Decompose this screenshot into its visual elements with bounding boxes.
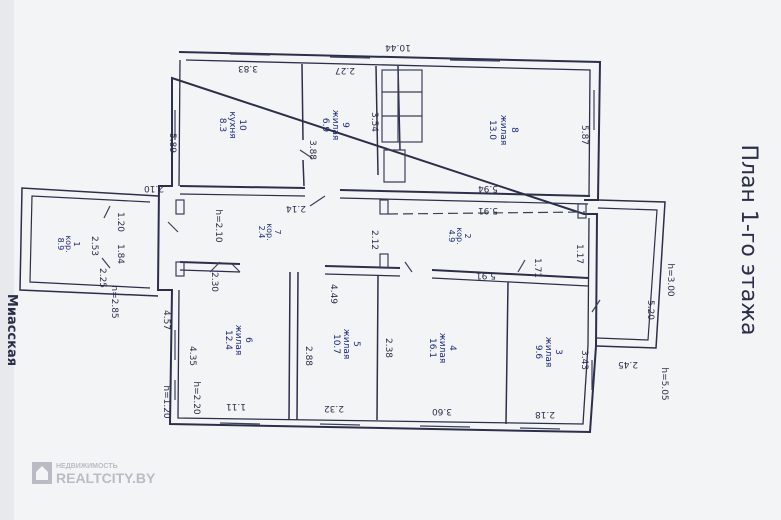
room-9-num: 9 bbox=[340, 122, 350, 128]
dim-587: 5.87 bbox=[579, 125, 589, 145]
dim-230: 2.30 bbox=[209, 272, 219, 292]
room-5-name: жилая bbox=[341, 329, 351, 360]
dim-388: 3.88 bbox=[307, 140, 317, 160]
room-9-name: жилая bbox=[330, 110, 340, 141]
dimension-labels: 10.44 3.83 2.27 5.89 5.87 3.88 3.54 2.10… bbox=[89, 42, 675, 419]
dim-120: 1.20 bbox=[115, 212, 125, 232]
room-3-num: 3 bbox=[553, 349, 563, 355]
dim-210b: h=2.10 bbox=[213, 209, 223, 243]
room-8-name: жилая bbox=[498, 115, 508, 146]
dim-457: 4.57 bbox=[161, 310, 171, 330]
room-10-name: кухня bbox=[227, 111, 237, 138]
room-8-area: 13.0 bbox=[487, 120, 497, 140]
room-6-num: 6 bbox=[243, 337, 253, 343]
dim-383: 3.83 bbox=[238, 63, 258, 73]
dim-591: 5.91 bbox=[478, 205, 498, 215]
room-6-name: жилая bbox=[233, 325, 243, 356]
dim-435: 4.35 bbox=[187, 346, 197, 366]
room-2-area: 4.9 bbox=[447, 230, 456, 243]
dim-225: 2.25 bbox=[97, 268, 107, 288]
dim-214: 2.14 bbox=[286, 203, 306, 213]
dim-449: 4.49 bbox=[328, 284, 338, 304]
watermark: НЕДВИЖИМОСТЬ REALTCITY.BY bbox=[32, 462, 156, 486]
overall-length: 10.44 bbox=[385, 42, 411, 52]
dim-238: 2.38 bbox=[383, 338, 393, 358]
dim-505: h=5.05 bbox=[659, 367, 669, 400]
room-8-num: 8 bbox=[509, 127, 519, 133]
room-7-name: кор. bbox=[265, 223, 274, 240]
room-10-num: 10 bbox=[237, 119, 247, 131]
room-7-area: 2.4 bbox=[257, 226, 266, 239]
room-1-num: 1 bbox=[72, 241, 81, 246]
dim-117: 1.17 bbox=[574, 244, 584, 264]
room-2-num: 2 bbox=[463, 233, 472, 238]
dim-288: 2.88 bbox=[303, 346, 313, 366]
dim-120b: h=1.20 bbox=[161, 385, 171, 419]
dim-227: 2.27 bbox=[335, 65, 355, 75]
porch bbox=[19, 187, 159, 297]
room-2-name: кор. bbox=[455, 227, 464, 244]
room-10-area: 8.3 bbox=[217, 118, 227, 132]
dim-232: 2.32 bbox=[324, 403, 344, 413]
outer-walls bbox=[156, 51, 602, 434]
room-4-num: 4 bbox=[447, 345, 457, 351]
watermark-small: НЕДВИЖИМОСТЬ bbox=[56, 463, 118, 470]
room-4-name: жилая bbox=[437, 333, 447, 364]
dim-212: 2.12 bbox=[369, 230, 379, 250]
room-5-area: 10.7 bbox=[331, 334, 341, 354]
dim-111: 1.11 bbox=[226, 401, 246, 411]
plan-title: План 1-го этажа bbox=[736, 144, 761, 335]
room-3-name: жилая bbox=[543, 337, 553, 368]
dim-210: 2.10 bbox=[144, 183, 164, 193]
dim-184: 1.84 bbox=[115, 244, 125, 264]
dim-300: h=3.00 bbox=[665, 263, 675, 297]
dim-220: h=2.20 bbox=[191, 381, 201, 415]
dim-343: 3.43 bbox=[579, 350, 589, 370]
dim-285: h=2.85 bbox=[109, 285, 119, 318]
room-1-area: 8.9 bbox=[56, 238, 65, 251]
watermark-big: REALTCITY.BY bbox=[56, 470, 156, 486]
dim-589: 5.89 bbox=[167, 133, 177, 153]
veranda bbox=[596, 199, 666, 349]
windows bbox=[174, 53, 595, 430]
interior-walls bbox=[101, 63, 601, 425]
dim-360: 3.60 bbox=[432, 406, 452, 416]
room-7-num: 7 bbox=[273, 229, 282, 234]
dim-218: 2.18 bbox=[535, 409, 555, 419]
dim-591b: 5.91 bbox=[476, 270, 496, 280]
room-5-num: 5 bbox=[351, 341, 361, 347]
room-6-area: 12.4 bbox=[223, 330, 233, 350]
dim-253: 2.53 bbox=[89, 236, 99, 256]
room-4-area: 16.1 bbox=[427, 338, 437, 358]
dim-171: 1.71 bbox=[532, 258, 542, 278]
room-labels: 8 жилая 13.0 9 жилая 6.9 10 кухня 8.3 6 … bbox=[56, 110, 563, 368]
dim-245: 2.45 bbox=[618, 359, 638, 369]
room-1-name: кор. bbox=[64, 235, 73, 252]
dim-354: 3.54 bbox=[369, 112, 379, 132]
dim-520: 5.20 bbox=[645, 300, 655, 320]
caption: Миасская bbox=[4, 294, 19, 366]
dim-594: 5.94 bbox=[478, 183, 498, 193]
room-3-area: 9.6 bbox=[533, 345, 543, 360]
room-9-area: 6.9 bbox=[320, 118, 330, 133]
